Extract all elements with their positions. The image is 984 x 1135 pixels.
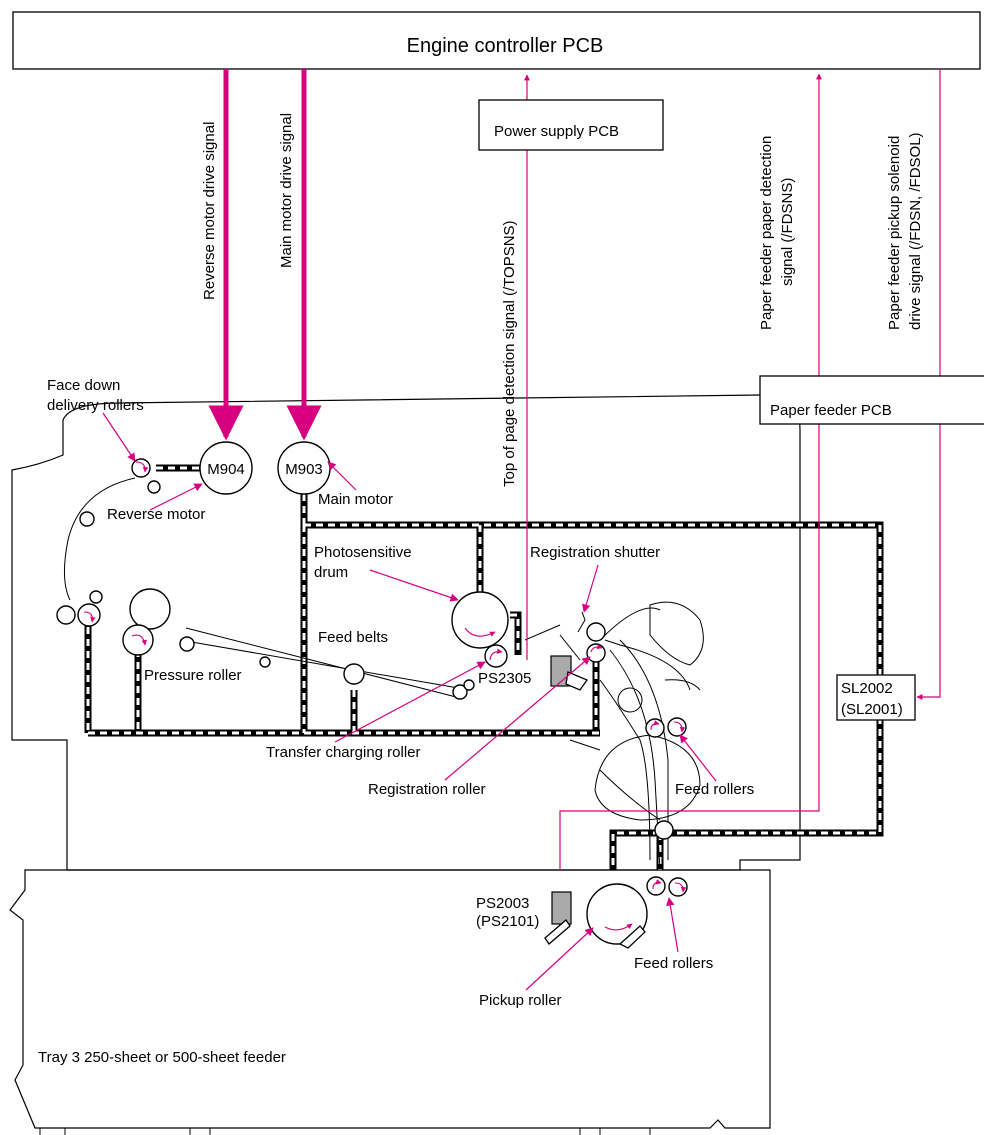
registration-roller-label: Registration roller xyxy=(368,781,486,798)
sensor-ps2003: PS2003 (PS2101) xyxy=(476,891,572,945)
engine-controller-title: Engine controller PCB xyxy=(407,35,604,57)
engine-controller-pcb: Engine controller PCB xyxy=(12,11,981,70)
m904-label: M904 xyxy=(207,461,245,478)
feed-belts-label: Feed belts xyxy=(318,629,388,646)
sl2002-label: SL2002 xyxy=(841,680,893,697)
main-motor-label: Main motor xyxy=(318,491,393,508)
tray-label: Tray 3 250-sheet or 500-sheet feeder xyxy=(38,1049,286,1066)
gear-train xyxy=(84,464,884,870)
paper-feeder-pcb: Paper feeder PCB xyxy=(759,375,984,425)
face-down-label-1: Face down xyxy=(47,377,120,394)
top-of-page-signal-label: Top of page detection signal (/TOPSNS) xyxy=(501,220,518,487)
main-motor-signal-label: Main motor drive signal xyxy=(278,113,295,268)
motor-m903: M903 xyxy=(277,441,331,495)
solenoid-sl2002: SL2002 (SL2001) xyxy=(836,674,916,721)
registration-shutter-label: Registration shutter xyxy=(530,544,660,561)
ps2305-label: PS2305 xyxy=(478,670,531,687)
toner-cartridge-shapes xyxy=(594,601,704,821)
pressure-roller-label: Pressure roller xyxy=(144,667,242,684)
feeder-detect-signal-label-2: signal (/FDSNS) xyxy=(779,178,796,286)
paper-feeder-pcb-label: Paper feeder PCB xyxy=(770,402,892,419)
rotation-marks xyxy=(83,461,687,931)
pickup-roller-label: Pickup roller xyxy=(479,992,562,1009)
tray-bottom-slots xyxy=(39,1128,651,1135)
registration-shutter-shape xyxy=(577,611,586,633)
photosensitive-label-2: drum xyxy=(314,564,348,581)
thin-signal-lines xyxy=(524,69,941,870)
feed-rollers-upper-label: Feed rollers xyxy=(675,781,754,798)
reverse-motor-label: Reverse motor xyxy=(107,506,205,523)
feed-rollers-lower-label: Feed rollers xyxy=(634,955,713,972)
motor-m904: M904 xyxy=(199,441,253,495)
transfer-charging-roller-label: Transfer charging roller xyxy=(266,744,421,761)
pickup-tab xyxy=(618,925,646,949)
feeder-pickup-signal-label-1: Paper feeder pickup solenoid xyxy=(886,136,903,330)
ps2101-label: (PS2101) xyxy=(476,913,539,930)
sl2001-label: (SL2001) xyxy=(841,701,903,718)
power-supply-label: Power supply PCB xyxy=(494,123,619,140)
feeder-detect-signal-label-1: Paper feeder paper detection xyxy=(758,136,775,330)
photosensitive-label-1: Photosensitive xyxy=(314,544,412,561)
paper-path xyxy=(64,477,691,871)
power-supply-pcb: Power supply PCB xyxy=(478,99,664,151)
tray-outline xyxy=(9,869,771,1129)
feeder-pickup-signal-label-2: drive signal (/FDSN, /FDSOL) xyxy=(907,132,924,330)
ps2003-label: PS2003 xyxy=(476,895,529,912)
reverse-motor-signal-label: Reverse motor drive signal xyxy=(201,122,218,300)
callout-arrows xyxy=(102,412,717,991)
face-down-label-2: delivery rollers xyxy=(47,397,144,414)
sensor-ps2305: PS2305 xyxy=(478,655,588,691)
m903-label: M903 xyxy=(285,461,323,478)
